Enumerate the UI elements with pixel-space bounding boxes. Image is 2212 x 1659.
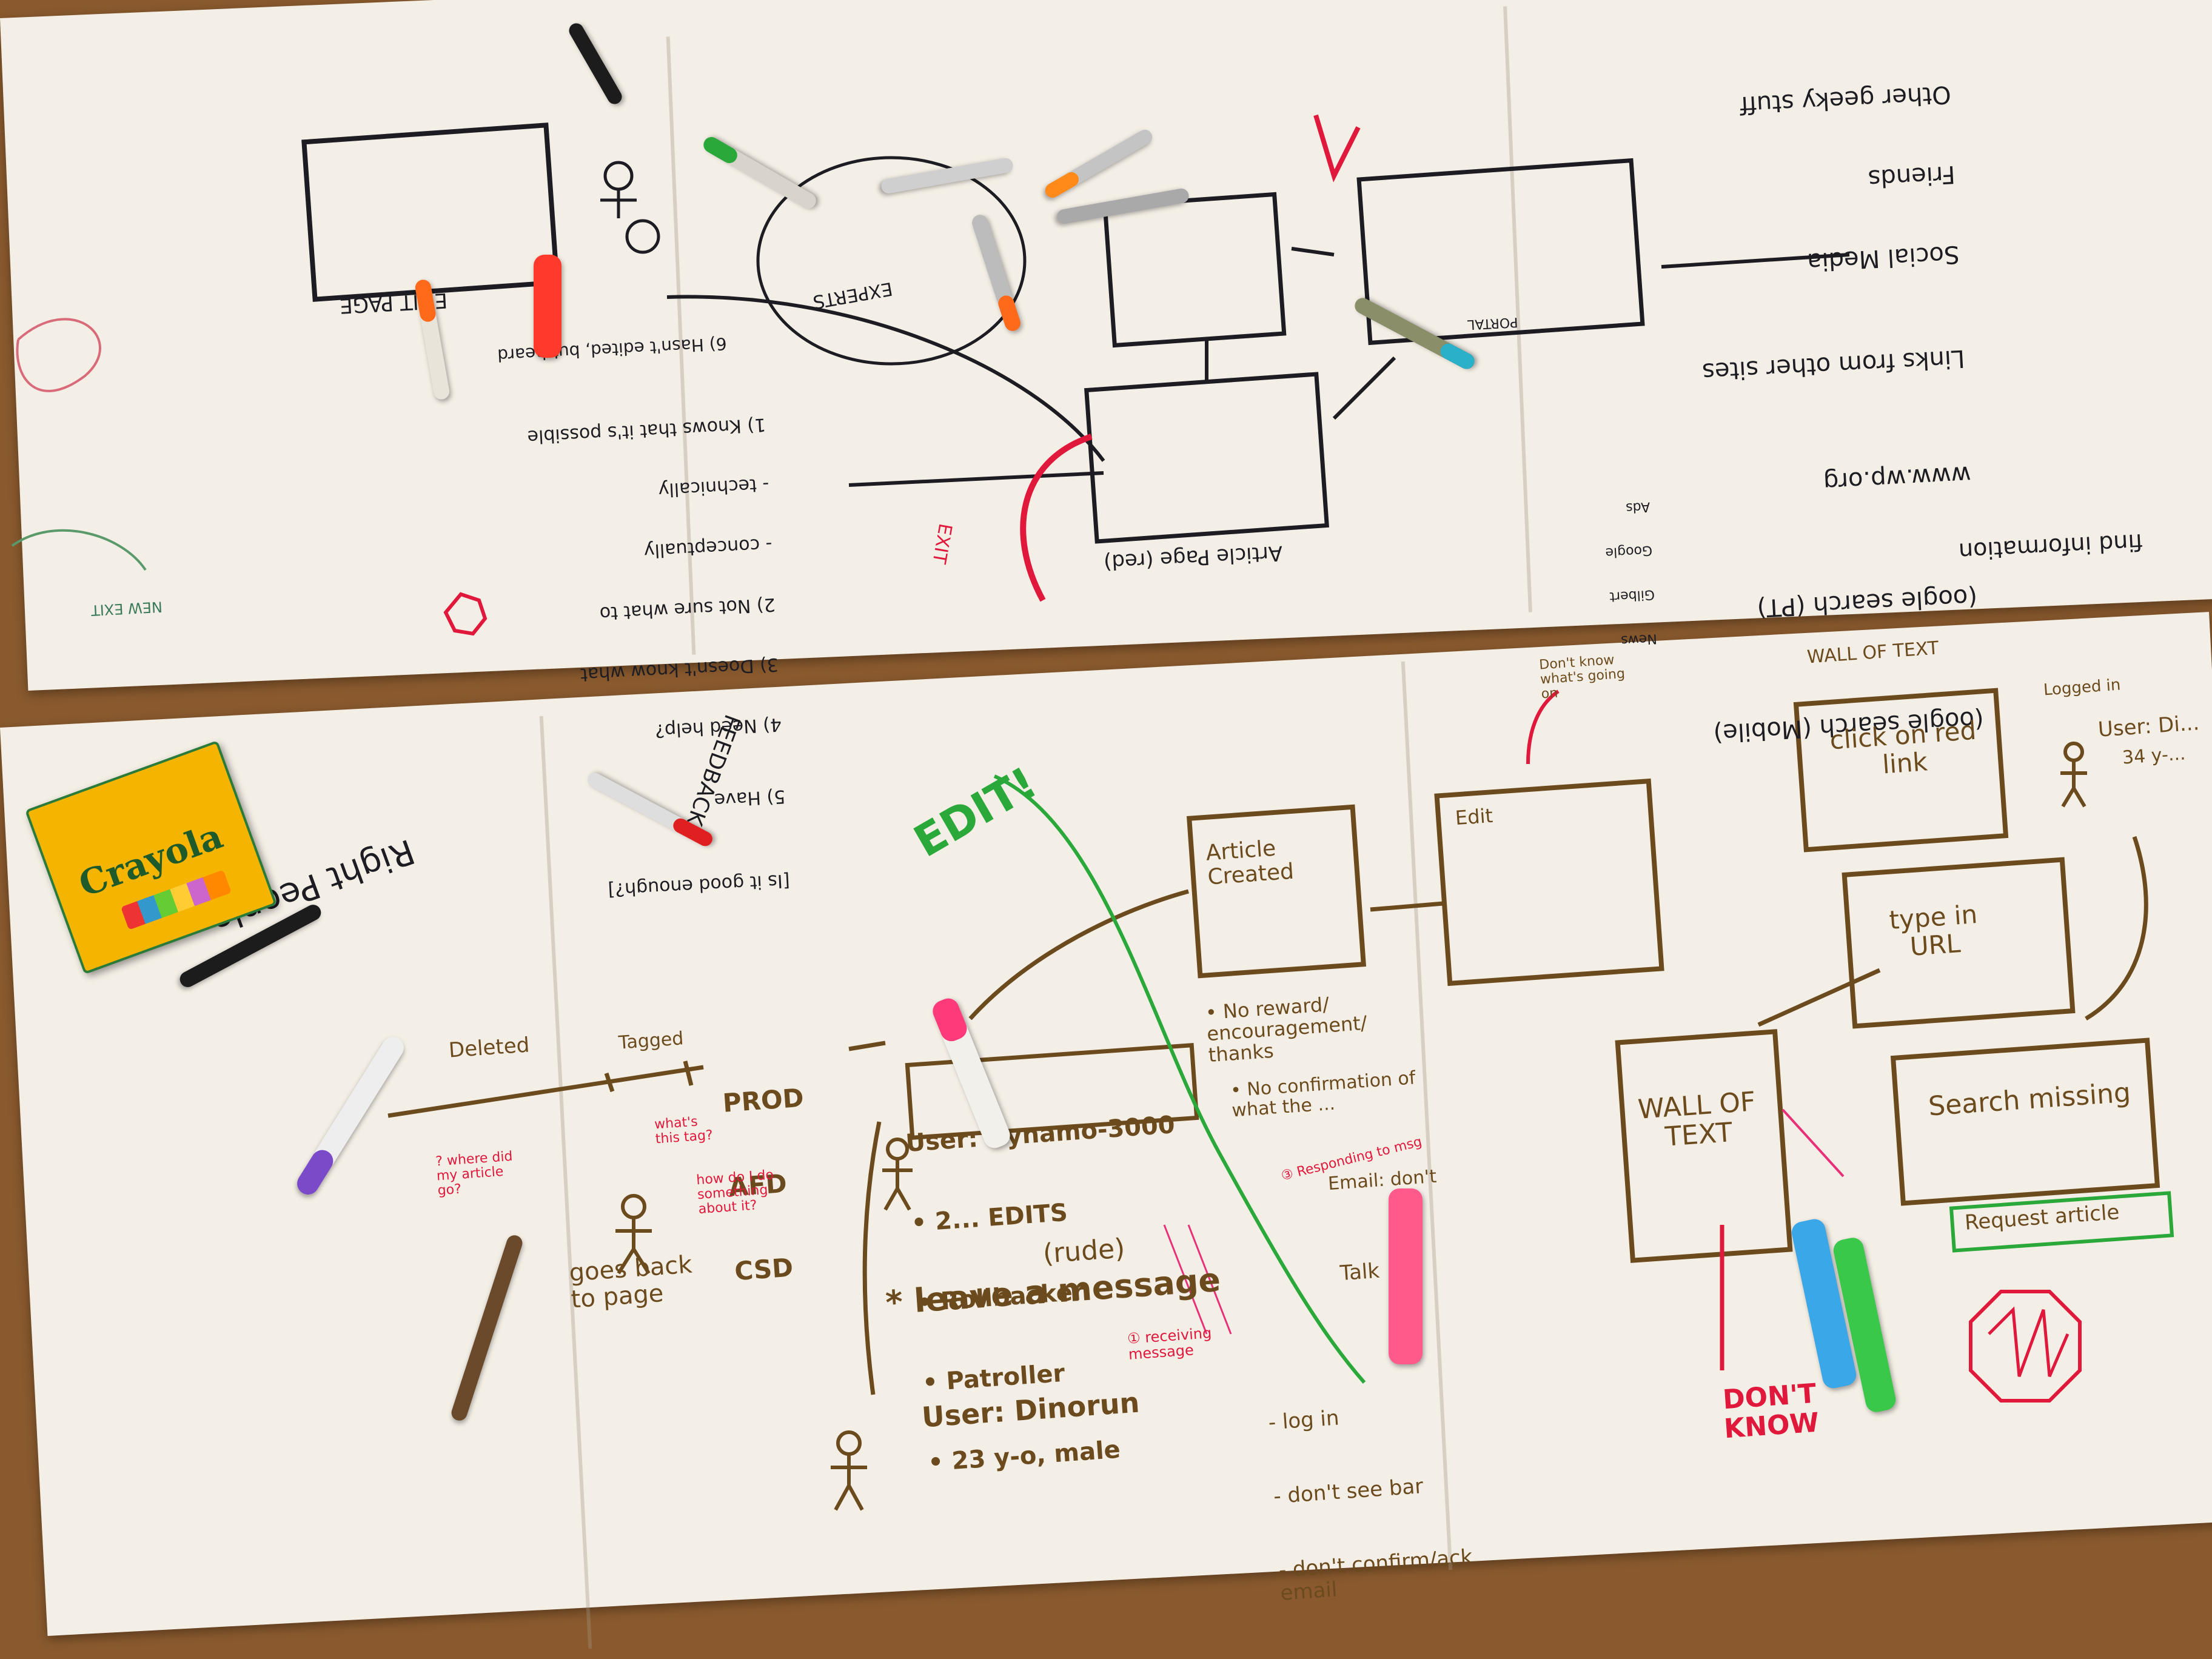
list-item-news: News [1620, 630, 1658, 648]
red-marker [534, 255, 561, 358]
top-sources-list: (oogle search (Mobile) (oogle search (PT… [1678, 54, 1988, 809]
pink-highlighter [1389, 1188, 1423, 1364]
new-exit-label: NEW EXIT [90, 598, 163, 619]
list-item-google: Google [1604, 542, 1653, 561]
top-notes-list: [Is it good enough?] 5) Have 4) Need hel… [526, 394, 793, 942]
source-other-geeky: Other geeky stuff [1739, 80, 1952, 119]
note-line: - technically [657, 474, 770, 501]
leave-message-note: (rude) [1042, 1233, 1126, 1270]
how-do-i-do-something: how do I do something about it? [695, 1167, 774, 1218]
prod-label: PROD [722, 1083, 805, 1119]
receiving-message: ① receiving message [1127, 1324, 1213, 1364]
edit-window-label: Edit [1454, 803, 1494, 830]
dont-know-whats-going-on: Don't know what's going on [1538, 652, 1626, 702]
top-list-items: News Gilbert Google Ads [1602, 484, 1659, 677]
list-item-gilbert: Gilbert [1609, 586, 1655, 605]
user-profile-age: • 23 y-o, male [927, 1435, 1122, 1477]
article-created-label: Article Created [1205, 836, 1295, 890]
note-line: - conceptually [643, 533, 773, 562]
note-line: 2) Not sure what to [598, 593, 776, 624]
source-friends: Friends [1867, 159, 1956, 193]
source-wp-org: www.wp.org [1822, 460, 1972, 496]
source-social-media: Social Media [1806, 240, 1960, 276]
login-notes: - log in - don't see bar - don't confirm… [1264, 1350, 1512, 1627]
click-red-link-label: click on red link [1829, 715, 1977, 780]
portal-label: PORTAL [1467, 314, 1518, 332]
source-google-pt: (oogle search (PT) [1756, 582, 1979, 622]
age-note-label: 34 y-... [2121, 743, 2187, 769]
note-line: 3) Doesn't know what [580, 653, 779, 685]
note-line: [Is it good enough?] [607, 870, 791, 900]
wall-of-text-box-label: WALL OF TEXT [1637, 1086, 1757, 1153]
note-line: 1) Knows that it's possible [526, 414, 766, 447]
login-note: - don't see bar [1273, 1474, 1424, 1509]
talk-label: Talk [1339, 1258, 1381, 1286]
list-item-ads: Ads [1625, 498, 1651, 515]
user-profile-name: User: Dynamo-3000 [905, 1111, 1176, 1158]
csd-label: CSD [733, 1252, 794, 1286]
type-in-url-label: type in URL [1888, 899, 1979, 962]
dont-know-label: DON'T KNOW [1721, 1378, 1820, 1445]
user-profile-edits: • 2... EDITS [910, 1198, 1069, 1238]
login-note: - don't confirm/ack email [1278, 1544, 1473, 1606]
note-line: 4) Need help? [654, 713, 782, 742]
source-links-other-sites: Links from other sites [1701, 344, 1966, 386]
timeline-tagged: Tagged [617, 1028, 685, 1054]
what-is-this-tag: what's this tag? [654, 1114, 714, 1147]
where-did-article-go: ? where did my article go? [435, 1148, 514, 1199]
login-note: - log in [1267, 1406, 1340, 1435]
goes-back-label: goes back to page [568, 1250, 693, 1314]
